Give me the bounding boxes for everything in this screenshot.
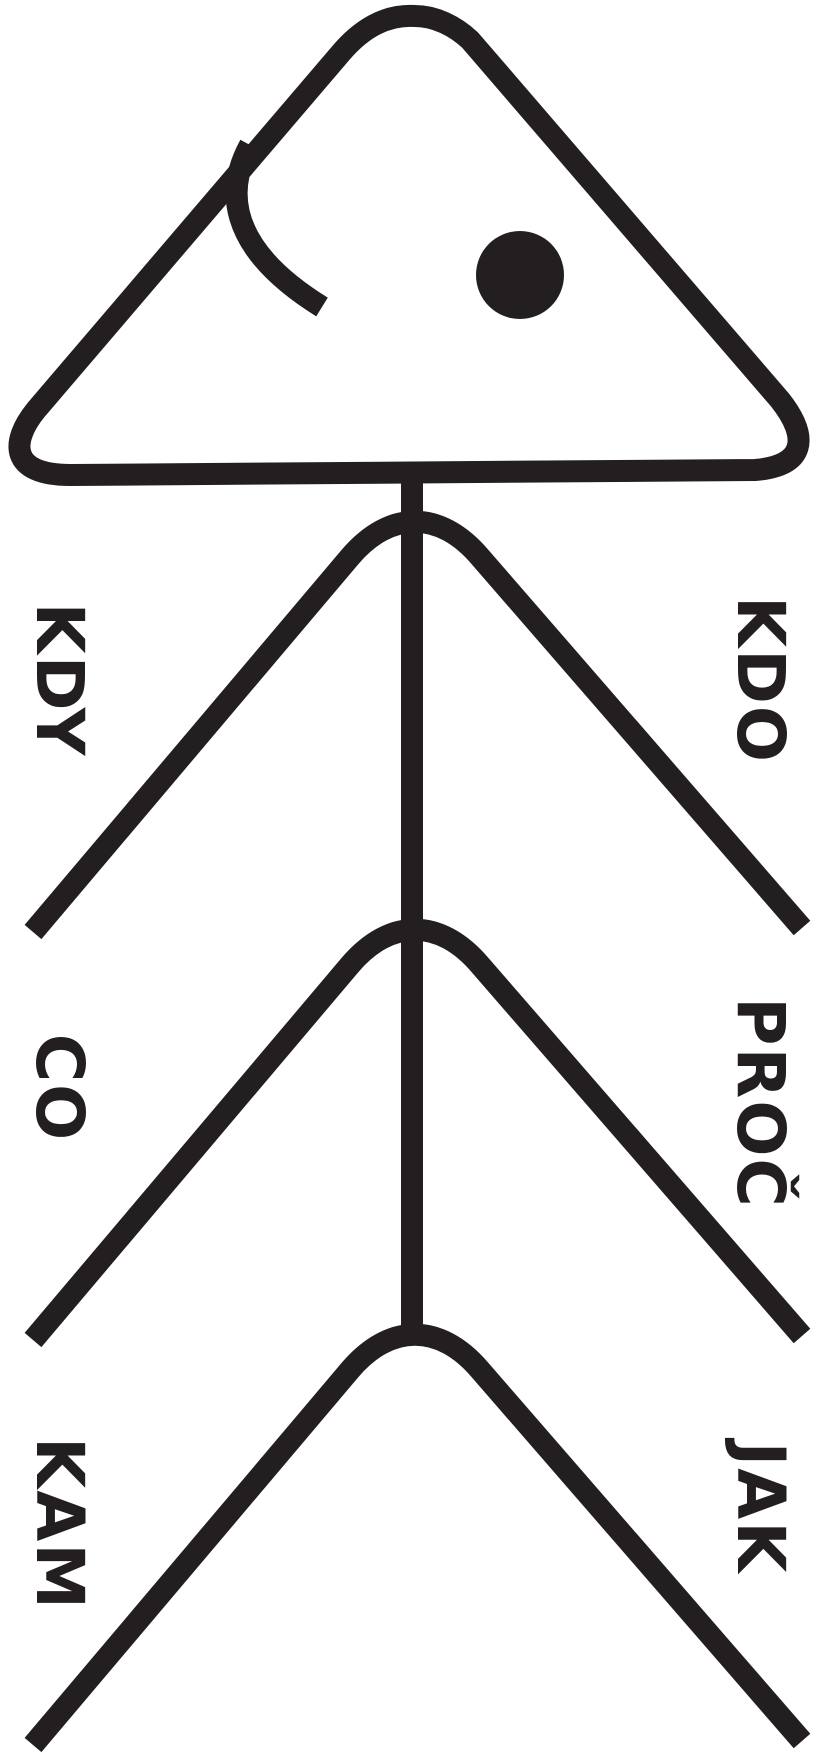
label-kdo: KDO [722,596,799,764]
head-outline [19,16,798,475]
label-kdy: KDY [21,603,98,758]
rib-bottom [33,1335,802,1745]
gill-curve [237,145,322,307]
fish-head [19,16,798,475]
labels-left: KDY CO KAM [21,603,98,1611]
labels-right: KDO PROČ JAK [722,596,799,1575]
fish-skeleton [33,480,802,1745]
label-jak: JAK [722,1438,799,1576]
label-proc: PROČ [722,997,799,1209]
eye [476,231,564,319]
label-co: CO [21,1034,98,1143]
label-kam: KAM [21,1437,98,1611]
